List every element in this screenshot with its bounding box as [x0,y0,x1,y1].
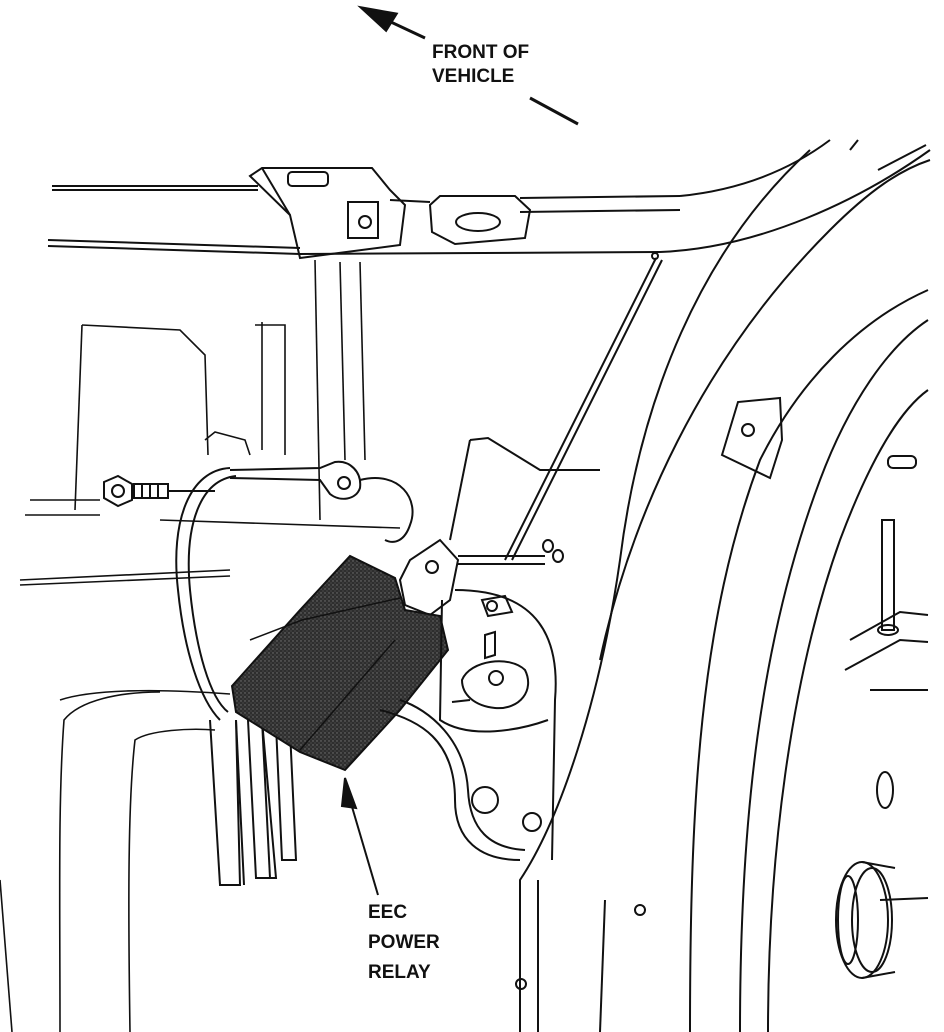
rail-bracket-left [248,167,407,260]
pillar-bracket [720,396,784,480]
relay-leader-line [340,777,379,896]
rail-bracket-right [428,195,532,246]
door-hinge [844,455,929,901]
relay-label-line1: EEC [368,902,407,923]
wiring-harness [175,467,298,886]
relay-label-line2: POWER [368,932,440,953]
firewall-panel [19,259,401,586]
door-pillar [515,139,931,1032]
relay-mounting-tab [398,538,564,617]
door-grommet [835,861,896,979]
front-label-line2: VEHICLE [432,66,514,87]
center-bracket-plate [379,436,600,861]
eec-power-relay [230,554,450,772]
mounting-bolt [103,474,215,508]
front-label-line1: FRONT OF [432,42,529,63]
support-rod [504,252,663,561]
cowl-rail [47,139,931,255]
lower-left-body [0,689,231,1032]
front-direction-arrow [357,5,579,126]
relay-label-line3: RELAY [368,962,431,983]
ground-eyelet [229,460,414,543]
